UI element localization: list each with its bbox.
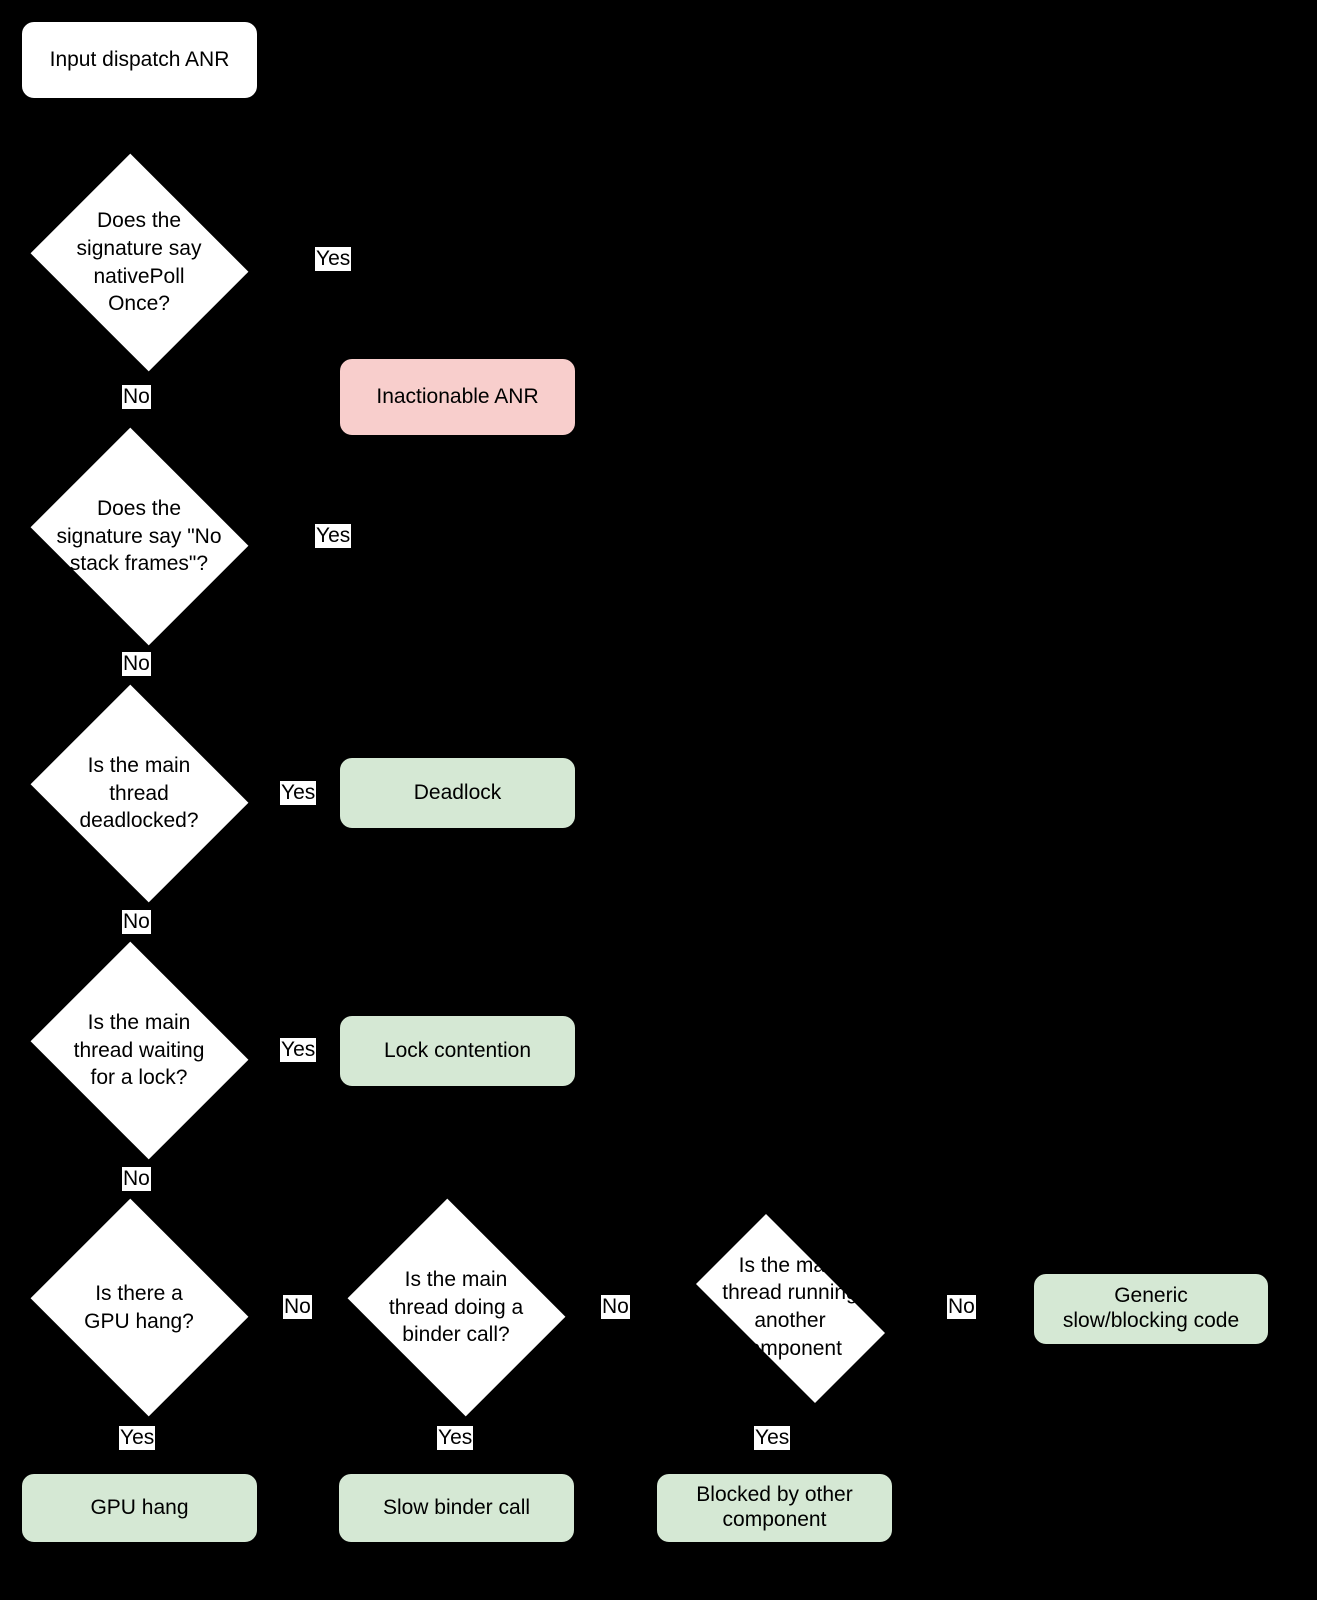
node-slow-binder-call[interactable]: Slow binder call	[338, 1473, 575, 1543]
edge-label-no-stack-frames-no: No	[122, 652, 151, 676]
node-lock-contention-label: Lock contention	[383, 1038, 532, 1062]
edge-label-nativepollonce-no: No	[122, 385, 151, 409]
node-q-gpu-hang[interactable]: Is there a GPU hang?	[21, 1198, 257, 1417]
edge-q1-yes-to-inactionable	[257, 261, 458, 263]
node-gpu-hang-label: GPU hang	[90, 1495, 189, 1519]
edge-q1-yes-vertical	[456, 261, 458, 358]
node-q-waiting-lock-label: Is the main thread waiting for a lock?	[73, 1010, 205, 1090]
node-gpu-hang[interactable]: GPU hang	[21, 1473, 258, 1543]
node-q-another-component-label: Is the main thread running another compo…	[722, 1253, 858, 1360]
node-blocked-by-other-component-label: Blocked by other component	[696, 1483, 853, 1531]
node-lock-contention[interactable]: Lock contention	[339, 1015, 576, 1087]
node-deadlock[interactable]: Deadlock	[339, 757, 576, 829]
node-blocked-by-other-component[interactable]: Blocked by other component	[656, 1473, 893, 1543]
node-deadlock-label: Deadlock	[413, 780, 502, 804]
node-slow-binder-call-label: Slow binder call	[382, 1495, 531, 1519]
node-input-dispatch-anr[interactable]: Input dispatch ANR	[21, 21, 258, 99]
edge-label-no-stack-frames-yes: Yes	[315, 524, 352, 548]
edge-label-deadlocked-no: No	[122, 910, 151, 934]
node-inactionable-anr[interactable]: Inactionable ANR	[339, 358, 576, 436]
edge-label-nativepollonce-yes: Yes	[315, 247, 352, 271]
edge-label-waiting-lock-yes: Yes	[280, 1038, 317, 1062]
edge-label-another-component-yes: Yes	[754, 1426, 791, 1450]
node-generic-slow-code[interactable]: Generic slow/blocking code	[1033, 1273, 1269, 1345]
node-q-nativepollonce-label: Does the signature say nativePoll Once?	[76, 209, 202, 316]
node-q-nativepollonce[interactable]: Does the signature say nativePoll Once?	[21, 153, 257, 372]
node-generic-slow-code-label: Generic slow/blocking code	[1062, 1284, 1240, 1332]
node-q-another-component[interactable]: Is the main thread running another compo…	[671, 1213, 909, 1403]
edge-start-to-q1	[138, 99, 140, 163]
node-q-no-stack-frames[interactable]: Does the signature say "No stack frames"…	[21, 427, 257, 646]
node-input-dispatch-anr-label: Input dispatch ANR	[49, 47, 230, 71]
node-q-gpu-hang-label: Is there a GPU hang?	[84, 1281, 194, 1333]
node-q-binder-call[interactable]: Is the main thread doing a binder call?	[338, 1198, 574, 1417]
edge-label-another-component-no: No	[947, 1295, 976, 1319]
edge-q2-yes	[257, 536, 458, 538]
edge-label-binder-call-no: No	[601, 1295, 630, 1319]
node-q-deadlocked[interactable]: Is the main thread deadlocked?	[21, 684, 257, 903]
edge-label-deadlocked-yes: Yes	[280, 781, 317, 805]
edge-label-waiting-lock-no: No	[122, 1167, 151, 1191]
node-q-waiting-lock[interactable]: Is the main thread waiting for a lock?	[21, 941, 257, 1160]
node-q-binder-call-label: Is the main thread doing a binder call?	[388, 1267, 524, 1347]
node-q-no-stack-frames-label: Does the signature say "No stack frames"…	[56, 496, 222, 576]
node-q-deadlocked-label: Is the main thread deadlocked?	[79, 753, 199, 833]
edge-label-binder-call-yes: Yes	[437, 1426, 474, 1450]
node-inactionable-anr-label: Inactionable ANR	[376, 384, 539, 408]
edge-label-gpu-hang-no: No	[283, 1295, 312, 1319]
edge-label-gpu-hang-yes: Yes	[119, 1426, 156, 1450]
